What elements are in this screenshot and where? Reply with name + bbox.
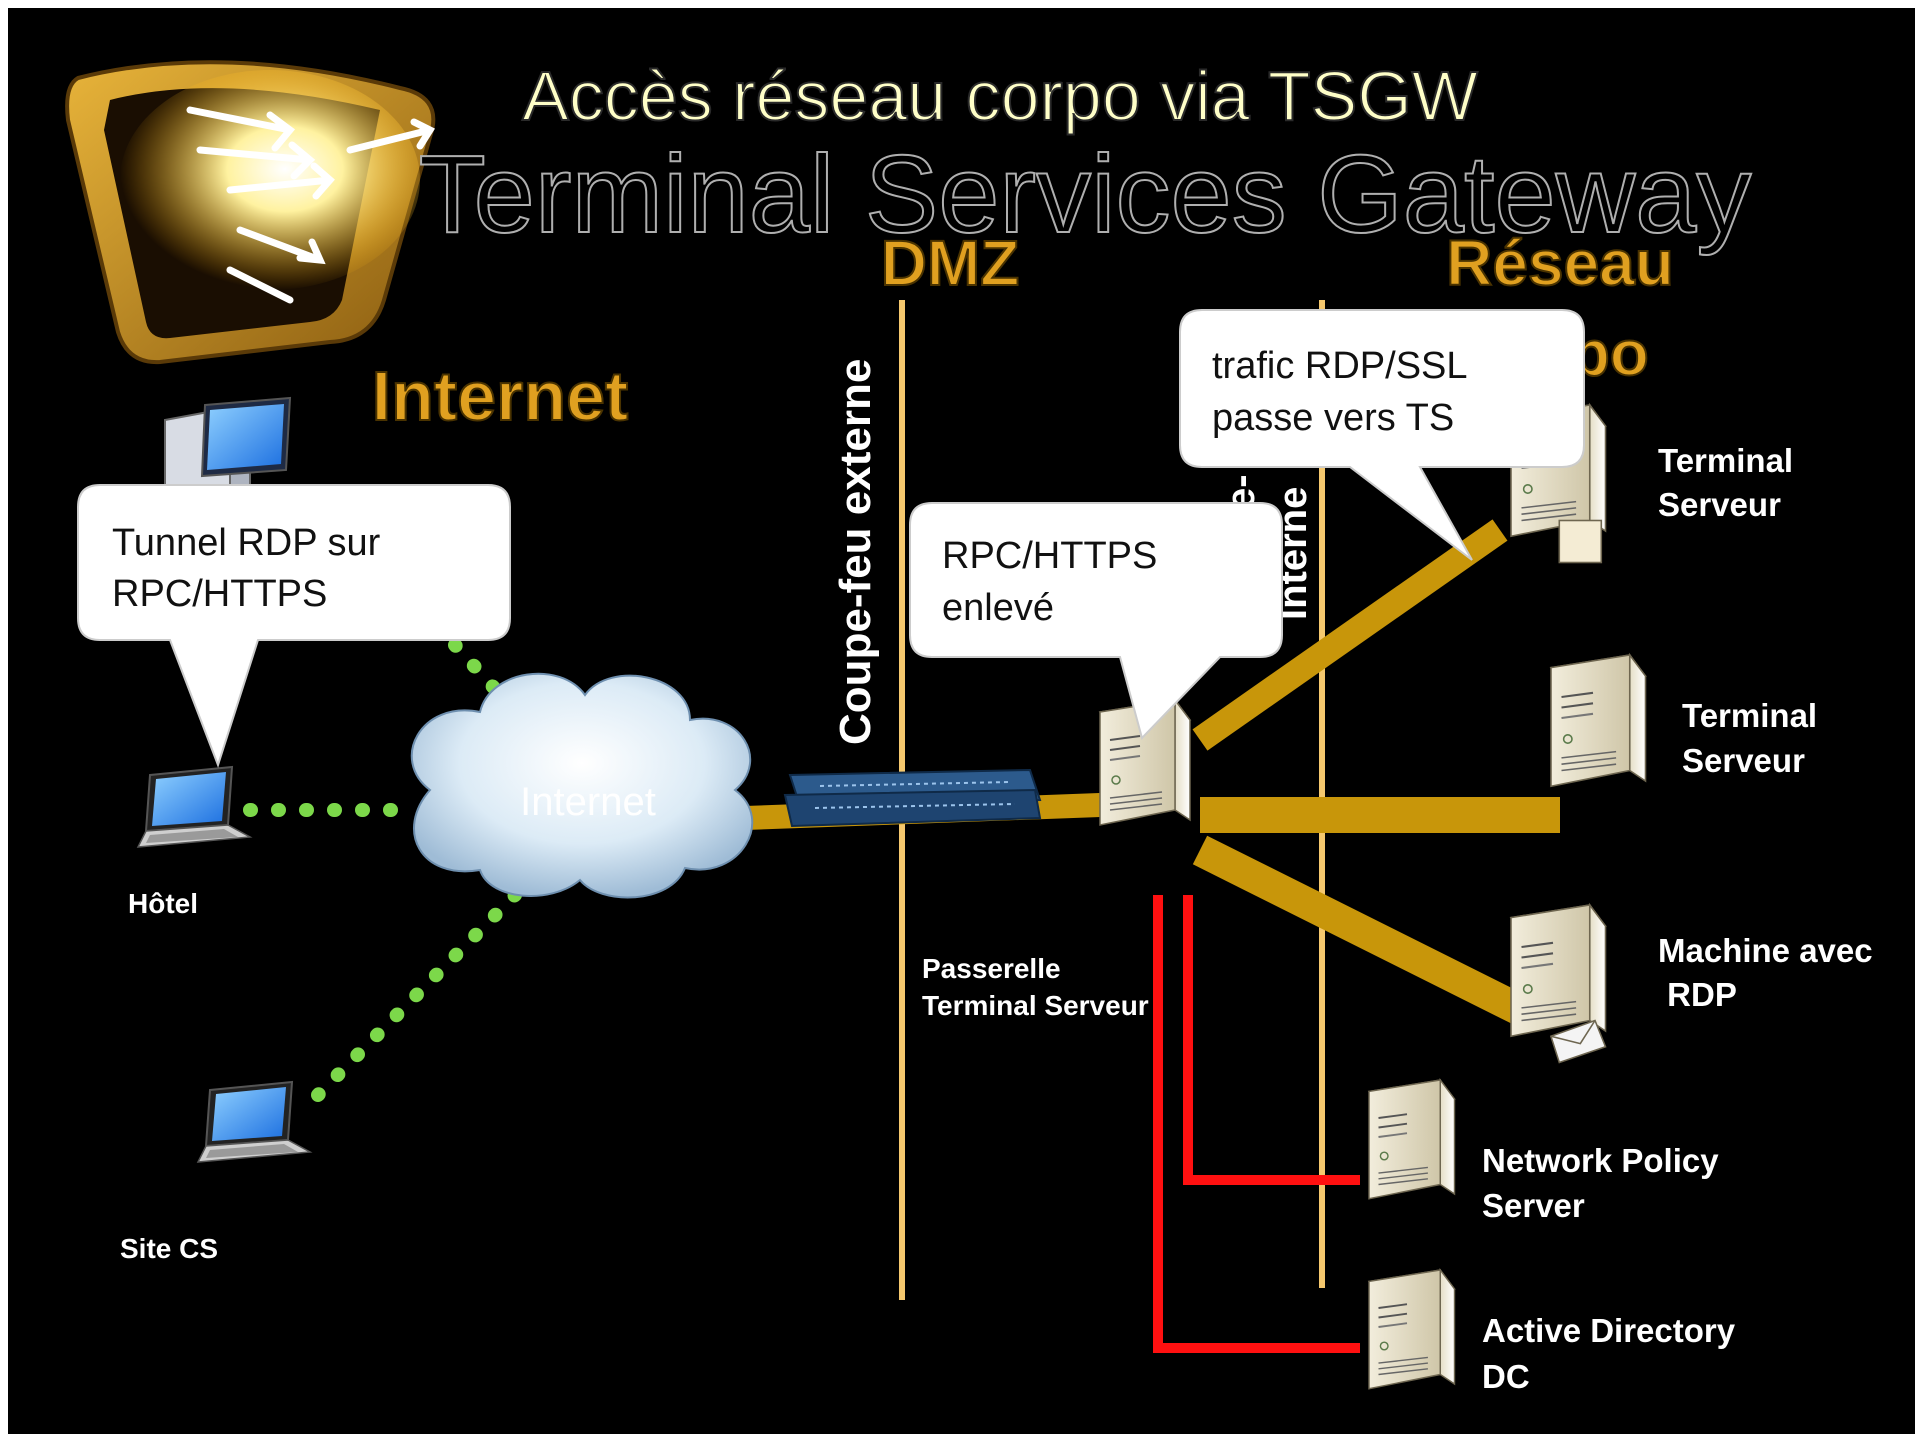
server-nps-label-line1: Network Policy <box>1482 1142 1719 1179</box>
link-gateway-ts1 <box>1192 519 1508 751</box>
server-ad-label-line1: Active Directory <box>1482 1312 1736 1349</box>
client-site-cs-label: Site CS <box>120 1233 218 1264</box>
link-gateway-ad <box>1153 895 1360 1353</box>
network-switch-icon <box>783 768 1042 828</box>
callout-removed-line1: RPC/HTTPS <box>942 535 1157 577</box>
server-tower-icon <box>1549 653 1647 788</box>
gateway-label-line2: Terminal Serveur <box>922 990 1149 1021</box>
server-rdp-label-line1: Machine avec <box>1658 932 1873 969</box>
server-ts2-label-line1: Terminal <box>1682 697 1817 734</box>
server-tower-icon <box>1368 1079 1456 1200</box>
server-tower-icon <box>1509 903 1607 1064</box>
callout-traffic-line2: passe vers TS <box>1212 397 1454 439</box>
cloud-label: Internet <box>520 780 656 824</box>
server-ts2-label-line2: Serveur <box>1682 742 1805 779</box>
callout-tunnel-line2: RPC/HTTPS <box>112 573 327 615</box>
server-nps-label-line2: Server <box>1482 1187 1585 1224</box>
external-firewall-label: Coupe-feu externe <box>831 359 880 745</box>
client-hotel-label: Hôtel <box>128 888 198 919</box>
cloud-icon: Internet <box>410 672 754 899</box>
gateway-label-line1: Passerelle <box>922 953 1061 984</box>
page-title: Accès réseau corpo via TSGW <box>522 57 1478 135</box>
logo-emblem-icon <box>65 60 436 365</box>
page-subtitle: Terminal Services Gateway <box>419 133 1752 256</box>
zone-corp-title-line1: Réseau <box>1446 227 1674 299</box>
callout-traffic-line1: trafic RDP/SSL <box>1212 345 1468 387</box>
server-tower-icon <box>1509 403 1607 564</box>
callout-tunnel: Tunnel RDP sur RPC/HTTPS <box>77 484 511 769</box>
zone-dmz-title: DMZ <box>881 227 1020 299</box>
server-ts1-label-line1: Terminal <box>1658 442 1793 479</box>
link-gateway-rdp <box>1192 835 1528 1025</box>
callout-removed: RPC/HTTPS enlevé <box>909 502 1283 740</box>
link-gateway-nps <box>1183 895 1360 1185</box>
server-rdp-label-line2: RDP <box>1658 976 1737 1013</box>
red-links <box>1153 895 1360 1353</box>
desktop-pc-icon <box>164 396 292 502</box>
server-tower-icon <box>1368 1269 1456 1390</box>
callout-tunnel-line1: Tunnel RDP sur <box>112 522 381 564</box>
callout-removed-line2: enlevé <box>942 587 1054 629</box>
callout-traffic: trafic RDP/SSL passe vers TS <box>1179 309 1585 561</box>
server-ts1-label-line2: Serveur <box>1658 486 1781 523</box>
zone-internet-title: Internet <box>372 357 629 435</box>
link-sitecs-cloud <box>311 888 522 1102</box>
server-ad-label-line2: DC <box>1482 1358 1530 1395</box>
